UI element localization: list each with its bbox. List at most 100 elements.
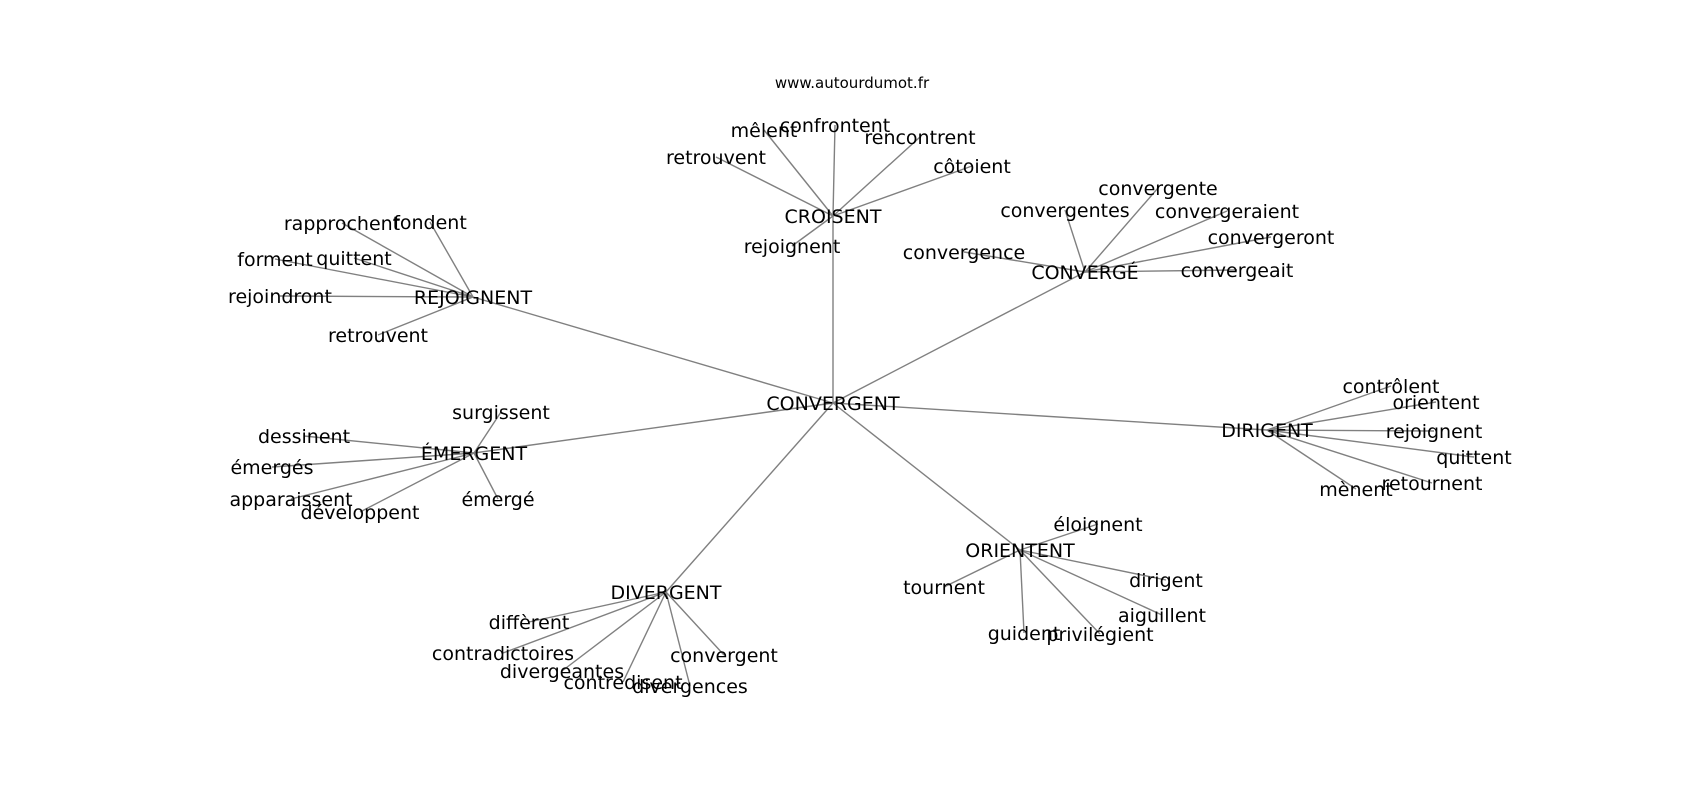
leaf-word: retrouvent xyxy=(666,147,766,169)
edge-orientent-leaf xyxy=(1019,549,1025,634)
edge-dirigent-leaf xyxy=(1266,429,1433,484)
edge-center-orientent xyxy=(832,402,1021,551)
edge-divergent-leaf xyxy=(502,591,667,654)
source-watermark: www.autourdumot.fr xyxy=(775,74,930,92)
hub-word-emergent: ÉMERGENT xyxy=(421,442,528,465)
leaf-word: convergeait xyxy=(1181,260,1294,282)
edge-divergent-leaf xyxy=(665,591,691,687)
hub-word-converge: CONVERGÉ xyxy=(1031,261,1138,284)
leaf-word: mêlent xyxy=(731,120,798,142)
leaf-word: émergé xyxy=(461,489,534,511)
leaf-word: mènent xyxy=(1319,479,1392,501)
leaf-word: émergés xyxy=(230,457,313,479)
leaf-word: rapprochent xyxy=(284,213,400,235)
leaf-word: retrouvent xyxy=(328,325,428,347)
hub-word-orientent: ORIENTENT xyxy=(965,540,1075,562)
edge-emergent-leaf xyxy=(473,411,502,454)
center-word: CONVERGENT xyxy=(766,393,900,415)
edge-dirigent-leaf xyxy=(1266,385,1392,431)
leaf-word: tournent xyxy=(903,577,985,599)
leaf-word: divergeantes xyxy=(500,661,624,683)
edge-divergent-leaf xyxy=(665,591,725,656)
edge-croisent-leaf xyxy=(832,136,921,217)
edge-converge-leaf xyxy=(1084,269,1238,273)
leaf-word: forment xyxy=(237,249,312,271)
leaf-word: rencontrent xyxy=(864,127,975,149)
edge-center-emergent xyxy=(473,402,834,454)
leaf-word: apparaissent xyxy=(229,489,352,511)
leaf-word: côtoient xyxy=(933,156,1011,178)
edge-orientent-leaf xyxy=(1019,523,1099,551)
edge-dirigent-leaf xyxy=(1266,401,1437,431)
leaf-word: rejoignent xyxy=(1386,421,1483,443)
leaf-word: développent xyxy=(301,502,420,524)
leaf-word: convergeraient xyxy=(1155,201,1299,223)
edge-dirigent-leaf xyxy=(1266,429,1475,458)
leaf-word: dessinent xyxy=(258,426,350,448)
edge-emergent-leaf xyxy=(303,435,475,454)
hub-word-rejoignent: REJOIGNENT xyxy=(414,287,533,309)
edge-dirigent-leaf xyxy=(1266,429,1435,432)
edge-croisent-leaf xyxy=(791,215,834,247)
leaf-word: quittent xyxy=(316,248,391,270)
leaf-word: convergente xyxy=(1098,178,1217,200)
edge-orientent-leaf xyxy=(1019,549,1167,581)
edge-croisent-leaf xyxy=(715,156,834,217)
leaf-word: confrontent xyxy=(780,115,891,137)
leaf-word: fondent xyxy=(393,212,467,234)
leaf-word: quittent xyxy=(1436,447,1511,469)
edge-converge-leaf xyxy=(963,251,1086,273)
hub-word-dirigent: DIRIGENT xyxy=(1221,420,1313,442)
edge-divergent-leaf xyxy=(561,591,667,672)
edge-croisent-leaf xyxy=(763,129,834,217)
edge-divergent-leaf xyxy=(528,591,667,623)
edge-croisent-leaf xyxy=(832,124,836,217)
leaf-word: rejoignent xyxy=(744,236,841,258)
leaf-word: contradictoires xyxy=(432,643,574,665)
edges-layer xyxy=(271,124,1475,687)
edge-dirigent-leaf xyxy=(1266,429,1357,490)
edge-orientent-leaf xyxy=(943,549,1021,588)
leaf-word: surgissent xyxy=(452,402,550,424)
edge-emergent-leaf xyxy=(290,452,475,500)
leaf-word: convergeront xyxy=(1208,227,1335,249)
edge-emergent-leaf xyxy=(271,452,475,468)
edge-center-rejoignent xyxy=(472,296,834,404)
edge-rejoignent-leaf xyxy=(429,221,474,298)
edge-rejoignent-leaf xyxy=(353,257,474,298)
leaf-word: éloignent xyxy=(1053,514,1142,536)
hub-word-croisent: CROISENT xyxy=(785,206,882,228)
leaf-word: convergence xyxy=(903,242,1025,264)
edge-orientent-leaf xyxy=(1019,549,1101,635)
edge-rejoignent-leaf xyxy=(377,296,474,336)
leaf-word: diffèrent xyxy=(489,612,570,634)
leaf-word: convergent xyxy=(670,645,778,667)
edge-converge-leaf xyxy=(1084,210,1228,273)
leaf-word: convergentes xyxy=(1000,200,1129,222)
edge-converge-leaf xyxy=(1084,236,1272,273)
edge-rejoignent-leaf xyxy=(279,295,474,298)
leaf-word: dirigent xyxy=(1129,570,1203,592)
leaf-word: retournent xyxy=(1382,473,1483,495)
edge-orientent-leaf xyxy=(1019,549,1163,616)
leaf-word: rejoindront xyxy=(228,286,332,308)
edge-emergent-leaf xyxy=(473,452,499,500)
edge-emergent-leaf xyxy=(359,452,475,513)
edge-converge-leaf xyxy=(1084,187,1159,273)
leaf-word: contredisent xyxy=(563,672,682,694)
edge-croisent-leaf xyxy=(832,165,973,217)
leaf-word: privilégient xyxy=(1046,624,1153,646)
edge-center-converge xyxy=(832,271,1086,404)
hub-word-divergent: DIVERGENT xyxy=(611,582,722,604)
leaf-word: orientent xyxy=(1392,392,1479,414)
edge-converge-leaf xyxy=(1064,209,1086,273)
edge-divergent-leaf xyxy=(622,591,667,683)
edge-rejoignent-leaf xyxy=(274,258,474,298)
edge-center-dirigent xyxy=(832,402,1268,431)
edge-center-divergent xyxy=(665,402,834,593)
leaf-word: aiguillent xyxy=(1118,605,1206,627)
leaf-word: guident xyxy=(988,623,1061,645)
leaf-word: divergences xyxy=(632,676,748,698)
